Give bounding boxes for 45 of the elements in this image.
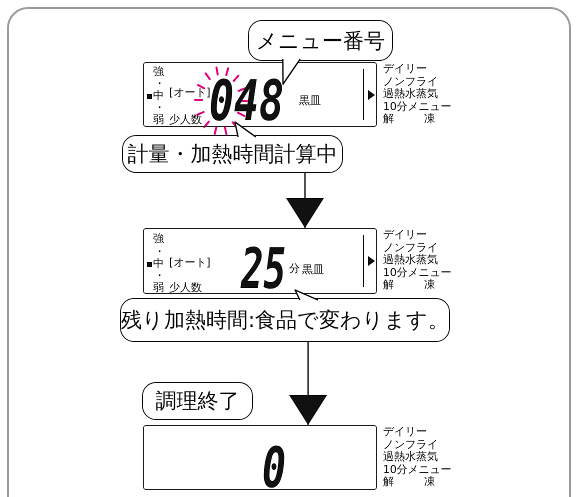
menu-label: 10分メニュー <box>383 100 452 113</box>
speech-bubble: 調理終了 <box>142 382 253 420</box>
digit-readout: 0 <box>262 448 286 490</box>
lcd-display <box>143 425 377 490</box>
menu-label: 解凍 <box>383 279 435 292</box>
menu-label: ノンフライ <box>383 438 438 451</box>
display-label: 分 <box>289 263 300 275</box>
menu-label: ノンフライ <box>383 76 438 88</box>
menu-label: デイリー <box>383 63 427 76</box>
flow-arrow <box>289 342 328 425</box>
display-label: 中 <box>153 258 164 270</box>
display-label: ・ <box>154 270 165 282</box>
display-label: 強 <box>153 66 164 78</box>
digit-readout: 25 <box>241 249 286 291</box>
menu-label: 10分メニュー <box>383 266 452 279</box>
speech-bubble: メニュー番号 <box>248 20 393 61</box>
menu-label: 過熱水蒸気 <box>383 451 438 464</box>
display-label: ・ <box>154 78 165 90</box>
display-label: 少人数 <box>169 114 202 126</box>
display-label: ・ <box>154 246 165 258</box>
menu-label: 解凍 <box>383 476 435 489</box>
display-label: [オート] <box>169 87 211 99</box>
menu-label: 過熱水蒸気 <box>383 88 438 101</box>
menu-label: 10分メニュー <box>383 464 452 476</box>
bubble-tail <box>234 121 257 138</box>
bubble-tail <box>282 58 301 85</box>
menu-label: 解凍 <box>383 113 435 126</box>
display-label: 中 <box>153 90 164 102</box>
bubble-tail <box>294 289 319 301</box>
display-label: 黒皿 <box>302 264 324 276</box>
menu-label: 過熱水蒸気 <box>383 254 438 267</box>
menu-label: デイリー <box>383 229 427 242</box>
display-label: 少人数 <box>169 282 202 294</box>
display-label: [オート] <box>169 257 211 269</box>
display-label: 弱 <box>153 282 164 294</box>
display-label: ・ <box>154 102 165 114</box>
display-label: 黒皿 <box>299 95 321 107</box>
lcd-display <box>143 228 377 294</box>
menu-label: ノンフライ <box>383 242 438 254</box>
lcd-display <box>143 62 377 127</box>
menu-label: デイリー <box>383 426 427 439</box>
display-label: 強 <box>153 233 164 245</box>
digit-readout: 048 <box>209 81 284 123</box>
display-label: 弱 <box>153 114 164 126</box>
flow-arrow <box>286 173 324 228</box>
